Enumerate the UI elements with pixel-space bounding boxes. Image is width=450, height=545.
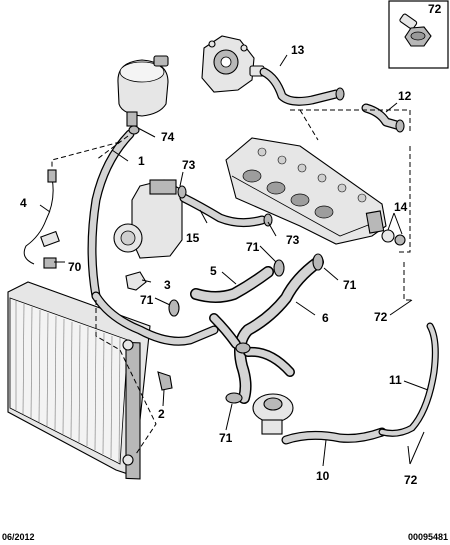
thermostat-housing bbox=[113, 179, 183, 259]
hose-15 bbox=[180, 194, 266, 226]
sensor-2 bbox=[157, 371, 173, 391]
dashed-guides bbox=[51, 109, 414, 455]
footer-reference: 00095481 bbox=[408, 532, 448, 542]
callout-73-right: 73 bbox=[286, 233, 300, 247]
callout-72-bottom: 72 bbox=[404, 473, 418, 487]
oil-cooler bbox=[252, 393, 294, 435]
callout-13: 13 bbox=[291, 43, 305, 57]
hose-10 bbox=[282, 428, 386, 444]
callout-11: 11 bbox=[389, 373, 402, 387]
expansion-tank bbox=[117, 55, 169, 127]
callout-12: 12 bbox=[398, 89, 412, 103]
callout-6: 6 bbox=[322, 311, 329, 325]
cylinder-head bbox=[225, 137, 387, 245]
hose-1 bbox=[88, 130, 134, 300]
callout-70: 70 bbox=[68, 260, 82, 274]
footer: 06/2012 00095481 bbox=[2, 532, 448, 542]
callout-15: 15 bbox=[186, 231, 200, 245]
callout-3: 3 bbox=[164, 278, 171, 292]
callout-72-right: 72 bbox=[374, 310, 388, 324]
hose-6 bbox=[235, 257, 323, 403]
callout-71-c: 71 bbox=[343, 278, 357, 292]
sensor-3 bbox=[125, 271, 147, 291]
callout-4: 4 bbox=[20, 196, 27, 210]
callout-5: 5 bbox=[210, 264, 217, 278]
clamps bbox=[128, 87, 405, 404]
callouts: 13 12 74 1 73 4 14 15 73 71 70 5 3 71 71… bbox=[20, 43, 418, 487]
clamp-71-a bbox=[168, 299, 180, 317]
callout-74: 74 bbox=[161, 130, 175, 144]
hose-12 bbox=[362, 104, 404, 130]
clamp-71-d bbox=[225, 392, 243, 404]
callout-71-a: 71 bbox=[140, 293, 154, 307]
clamp-71-c bbox=[312, 253, 324, 271]
leader-lines bbox=[39, 54, 429, 467]
hose-5 bbox=[191, 267, 273, 302]
bolt-icon bbox=[399, 13, 432, 47]
radiator bbox=[7, 281, 151, 480]
sensor-harness bbox=[23, 169, 60, 269]
inset-part-72: 72 bbox=[388, 0, 449, 69]
water-pump bbox=[201, 35, 265, 93]
callout-71-b: 71 bbox=[246, 240, 260, 254]
callout-72-inset: 72 bbox=[428, 2, 442, 16]
hose-11 bbox=[379, 323, 438, 436]
callout-14: 14 bbox=[394, 200, 408, 214]
callout-1: 1 bbox=[138, 154, 145, 168]
clamp-71-b bbox=[273, 259, 285, 277]
footer-date: 06/2012 bbox=[2, 532, 35, 542]
callout-10: 10 bbox=[316, 469, 330, 483]
callout-71-d: 71 bbox=[219, 431, 233, 445]
hoses bbox=[87, 67, 439, 445]
callout-73-top: 73 bbox=[182, 158, 196, 172]
callout-2: 2 bbox=[158, 407, 165, 421]
hose-13 bbox=[260, 68, 340, 105]
